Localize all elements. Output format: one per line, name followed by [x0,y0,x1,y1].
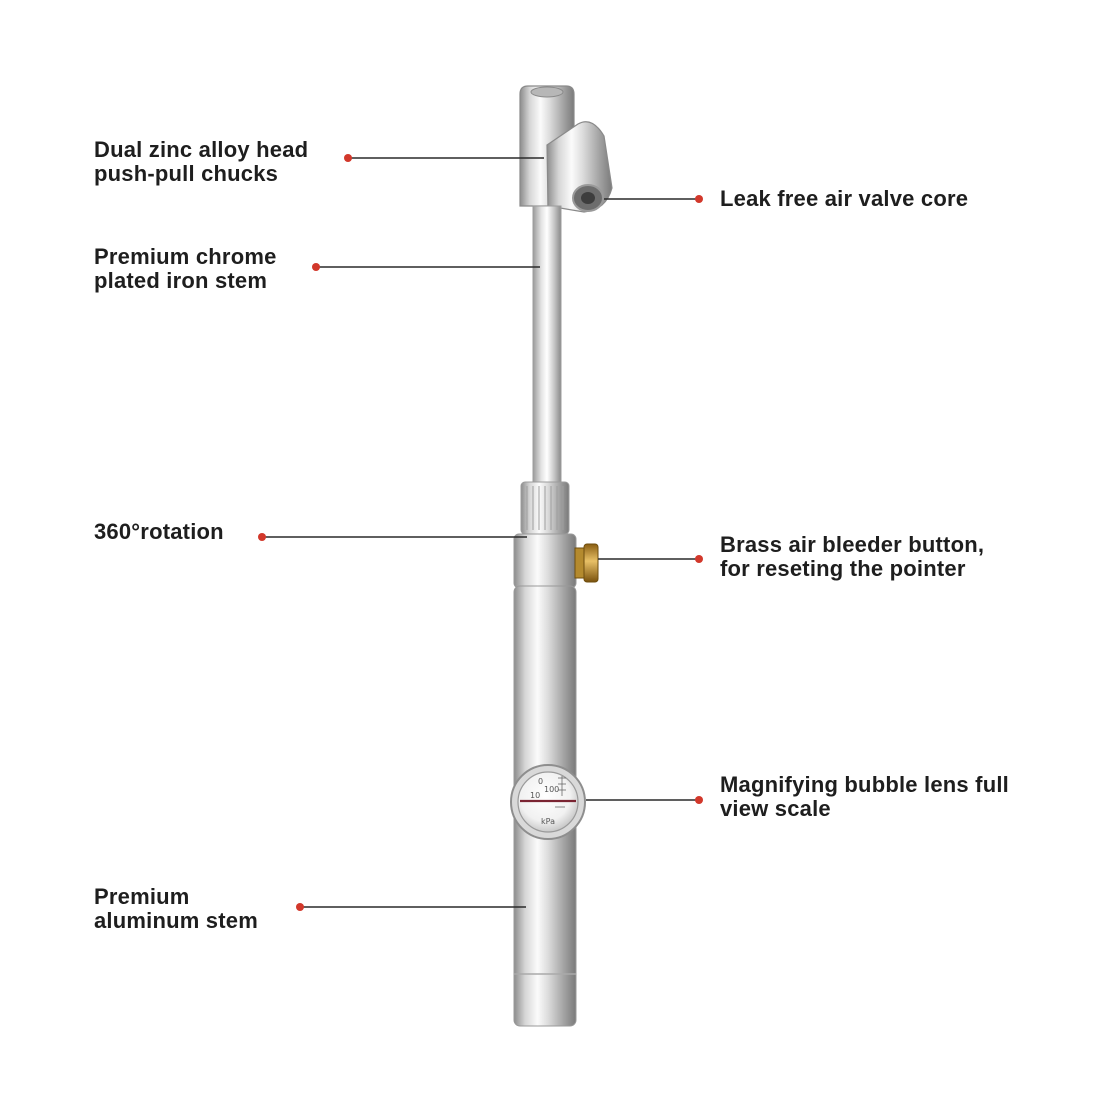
label-dual-head-line-2: push-pull chucks [94,161,279,186]
callout-dot-air-valve-core [695,195,703,203]
chrome-stem [532,205,562,483]
callout-dots [258,154,703,911]
callout-dot-bleeder-button [695,555,703,563]
callout-dot-dual-head [344,154,352,162]
bubble-lens: 0 100 10 kPa [510,764,586,840]
label-bleeder-button: Brass air bleeder button, for reseting t… [720,533,984,581]
label-rotation-line-1: 360°rotation [94,519,224,544]
label-aluminum-stem-line-2: aluminum stem [94,908,258,933]
label-rotation: 360°rotation [94,520,224,544]
leader-lines [262,157,699,908]
label-aluminum-stem-line-1: Premium [94,884,190,909]
label-bubble-lens-line-1: Magnifying bubble lens full [720,772,1009,797]
label-bleeder-button-line-1: Brass air bleeder button, [720,532,985,557]
brass-bleeder-button [574,543,599,583]
callout-dot-rotation [258,533,266,541]
gauge-ticks [555,776,566,808]
chuck-opening [572,184,604,212]
gauge-body: 0 100 10 kPa [510,85,613,1027]
gauge-unit: kPa [541,817,555,826]
dual-chuck-head [519,85,613,213]
label-aluminum-stem: Premium aluminum stem [94,885,258,933]
label-chrome-stem-line-2: plated iron stem [94,268,268,293]
callout-dot-aluminum-stem [296,903,304,911]
gauge-tick-left: 10 [530,791,540,800]
label-chrome-stem-line-1: Premium chrome [94,244,277,269]
label-bleeder-button-line-2: for reseting the pointer [720,556,966,581]
label-chrome-stem: Premium chrome plated iron stem [94,245,277,293]
callout-dot-bubble-lens [695,796,703,804]
label-air-valve-core-line-1: Leak free air valve core [720,186,969,211]
gauge-tick-top: 0 [538,777,543,786]
label-bubble-lens: Magnifying bubble lens full view scale [720,773,1009,821]
label-air-valve-core: Leak free air valve core [720,187,968,211]
gauge-tick-mid: 100 [544,785,559,794]
rotation-collar [520,481,570,535]
label-dual-head: Dual zinc alloy head push-pull chucks [94,138,308,186]
callout-dot-chrome-stem [312,263,320,271]
label-bubble-lens-line-2: view scale [720,796,831,821]
label-dual-head-line-1: Dual zinc alloy head [94,137,309,162]
